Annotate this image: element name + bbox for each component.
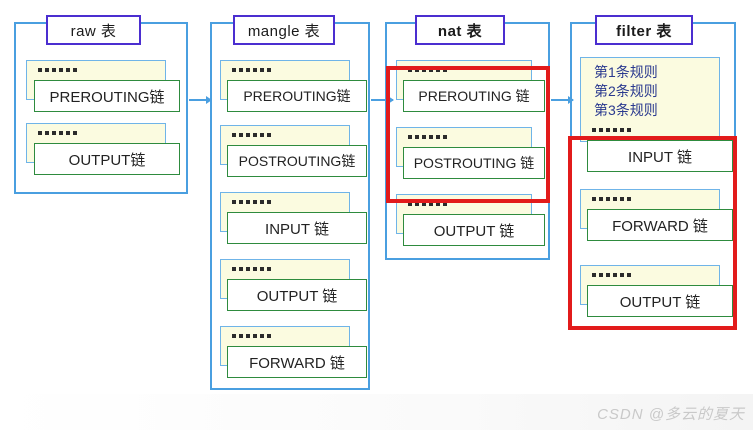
chain-label-forward[interactable]: FORWARD 链 [587, 209, 733, 241]
chain-label-input[interactable]: INPUT 链 [587, 140, 733, 172]
chain-dots [232, 197, 274, 207]
chain-card-mangle-postrouting: POSTROUTING链 [220, 125, 367, 177]
chain-dots [592, 125, 634, 135]
chain-label-output[interactable]: OUTPUT 链 [227, 279, 367, 311]
chain-panel [580, 57, 720, 142]
chain-dots [38, 128, 80, 138]
arrow-raw-to-mangle [189, 96, 212, 104]
chain-dots [232, 130, 274, 140]
chain-card-mangle-forward: FORWARD 链 [220, 326, 367, 378]
watermark-strip [0, 394, 753, 430]
filter-rule-2: 第2条规则 [594, 83, 658, 99]
arrow-mangle-to-nat [371, 96, 394, 104]
filter-rules-list: 第1条规则 第2条规则 第3条规则 [594, 63, 658, 120]
chain-card-nat-prerouting: PREROUTING 链 [396, 60, 545, 112]
filter-rule-1: 第1条规则 [594, 64, 658, 80]
chain-label-prerouting[interactable]: PREROUTING链 [227, 80, 367, 112]
table-title-mangle: mangle 表 [233, 15, 335, 45]
table-title-nat: nat 表 [415, 15, 505, 45]
chain-card-nat-output: OUTPUT 链 [396, 194, 545, 246]
table-title-filter: filter 表 [595, 15, 693, 45]
csdn-watermark: CSDN @多云的夏天 [597, 406, 745, 423]
chain-card-nat-postrouting: POSTROUTING 链 [396, 127, 545, 179]
chain-label-prerouting[interactable]: PREROUTING 链 [403, 80, 545, 112]
chain-card-mangle-prerouting: PREROUTING链 [220, 60, 367, 112]
chain-dots [38, 65, 80, 75]
chain-dots [408, 132, 450, 142]
arrow-nat-to-filter [551, 96, 574, 104]
chain-card-raw-output: OUTPUT链 [26, 123, 180, 175]
chain-label-postrouting[interactable]: POSTROUTING链 [227, 145, 367, 177]
table-title-raw: raw 表 [46, 15, 141, 45]
chain-card-filter-output: OUTPUT 链 [580, 265, 733, 317]
chain-card-mangle-input: INPUT 链 [220, 192, 367, 244]
filter-rule-3: 第3条规则 [594, 102, 658, 118]
chain-card-filter-forward: FORWARD 链 [580, 189, 733, 241]
chain-dots [592, 270, 634, 280]
chain-label-postrouting[interactable]: POSTROUTING 链 [403, 147, 545, 179]
chain-card-mangle-output: OUTPUT 链 [220, 259, 367, 311]
chain-dots [408, 199, 450, 209]
chain-dots [232, 65, 274, 75]
chain-label-prerouting[interactable]: PREROUTING链 [34, 80, 180, 112]
chain-dots [232, 331, 274, 341]
chain-label-output[interactable]: OUTPUT链 [34, 143, 180, 175]
chain-label-output[interactable]: OUTPUT 链 [587, 285, 733, 317]
chain-label-output[interactable]: OUTPUT 链 [403, 214, 545, 246]
chain-dots [232, 264, 274, 274]
chain-label-forward[interactable]: FORWARD 链 [227, 346, 367, 378]
chain-card-raw-prerouting: PREROUTING链 [26, 60, 180, 112]
chain-dots [408, 65, 450, 75]
chain-dots [592, 194, 634, 204]
chain-card-filter-input: 第1条规则 第2条规则 第3条规则 INPUT 链 [580, 57, 733, 172]
chain-label-input[interactable]: INPUT 链 [227, 212, 367, 244]
